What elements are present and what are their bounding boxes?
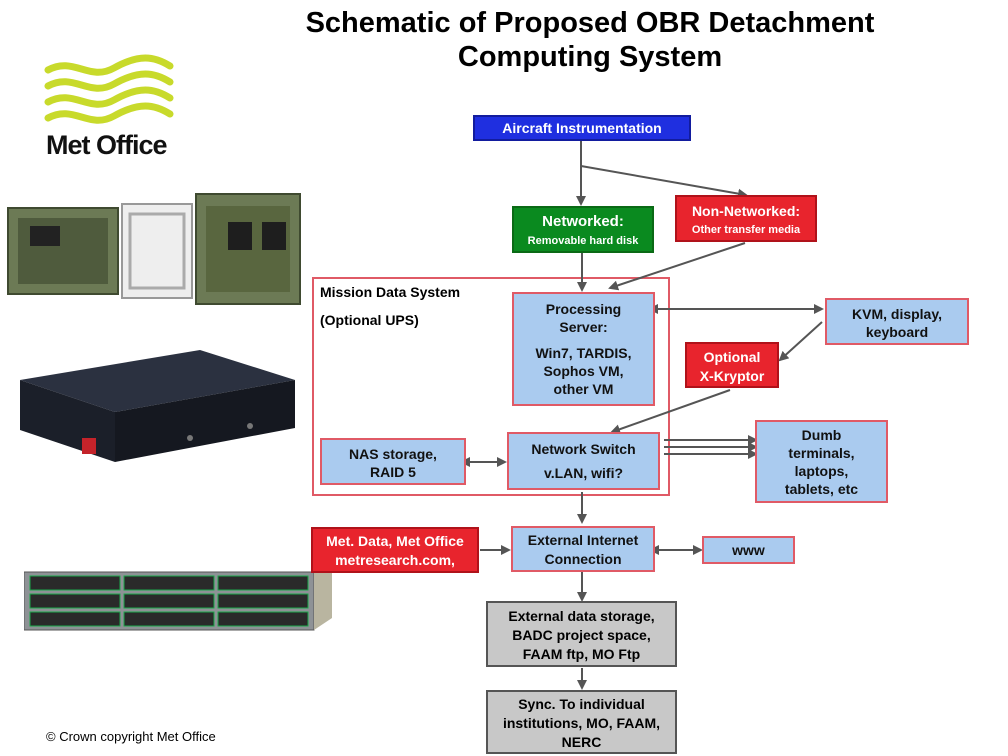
networked-subtitle: Removable hard disk: [527, 235, 639, 247]
network-switch-line-2: v.LAN, wifi?: [543, 465, 624, 481]
networked-title: Networked:: [542, 213, 624, 230]
sync-line-3: NERC: [561, 734, 602, 750]
processing-server-line-1: Processing: [545, 301, 622, 317]
x-kryptor-box: Optional X-Kryptor: [685, 342, 779, 388]
dumb-terminals-line-2: terminals,: [788, 445, 855, 461]
page-title: Schematic of Proposed OBR Detachment Com…: [250, 6, 930, 74]
www-label: www: [732, 542, 765, 558]
processing-server-line-2: Server:: [559, 319, 608, 335]
external-internet-line-2: Connection: [544, 551, 622, 567]
mission-data-system-label: Mission Data System: [320, 284, 461, 300]
dumb-terminals-line-3: laptops,: [794, 463, 849, 479]
processing-server-line-4: Sophos VM,: [543, 363, 624, 379]
copyright-notice: © Crown copyright Met Office: [46, 729, 216, 744]
rack-server-image: [20, 350, 295, 462]
kvm-line-2: keyboard: [865, 324, 929, 340]
x-kryptor-line-1: Optional: [703, 349, 761, 365]
mission-data-system-frame: [312, 277, 670, 496]
processing-server-line-5: other VM: [553, 381, 614, 397]
kvm-box: KVM, display, keyboard: [825, 298, 969, 345]
non-networked-title: Non-Networked:: [691, 203, 801, 219]
nas-storage-line-2: RAID 5: [370, 464, 416, 480]
external-storage-line-3: FAAM ftp, MO Ftp: [522, 646, 641, 662]
aircraft-instrumentation-label: Aircraft Instrumentation: [502, 120, 662, 136]
met-data-box: Met. Data, Met Office metresearch.com,: [311, 527, 479, 573]
aircraft-instrumentation-box: Aircraft Instrumentation: [473, 115, 691, 141]
x-kryptor-line-2: X-Kryptor: [699, 368, 765, 384]
network-switch-line-1: Network Switch: [531, 441, 636, 457]
title-line-2: Computing System: [457, 41, 723, 73]
kvm-line-1: KVM, display,: [852, 306, 942, 322]
non-networked-subtitle: Other transfer media: [691, 224, 801, 236]
title-line-1: Schematic of Proposed OBR Detachment: [305, 7, 875, 39]
networked-box: Networked: Removable hard disk: [512, 206, 654, 253]
met-data-line-2: metresearch.com,: [335, 552, 455, 568]
nas-storage-line-1: NAS storage,: [349, 446, 437, 462]
processing-server-box: Processing Server: Win7, TARDIS, Sophos …: [512, 292, 655, 406]
met-data-line-1: Met. Data, Met Office: [326, 533, 464, 549]
external-storage-line-1: External data storage,: [508, 608, 655, 624]
processing-server-line-3: Win7, TARDIS,: [535, 345, 632, 361]
sync-box: Sync. To individual institutions, MO, FA…: [486, 690, 677, 754]
external-storage-line-2: BADC project space,: [512, 627, 651, 643]
dumb-terminals-line-4: tablets, etc: [784, 481, 859, 497]
external-data-storage-box: External data storage, BADC project spac…: [486, 601, 677, 667]
sync-line-2: institutions, MO, FAAM,: [502, 715, 661, 731]
non-networked-box: Non-Networked: Other transfer media: [675, 195, 817, 242]
external-internet-line-1: External Internet: [527, 532, 639, 548]
nas-storage-box: NAS storage, RAID 5: [320, 438, 466, 485]
disk-array-image: [24, 566, 332, 631]
rugged-rack-case-image: [7, 193, 301, 305]
www-box: www: [702, 536, 795, 564]
dumb-terminals-line-1: Dumb: [801, 427, 842, 443]
network-switch-box: Network Switch v.LAN, wifi?: [507, 432, 660, 490]
sync-line-1: Sync. To individual: [518, 696, 645, 712]
dumb-terminals-box: Dumb terminals, laptops, tablets, etc: [755, 420, 888, 503]
optional-ups-label: (Optional UPS): [320, 312, 419, 328]
met-office-wave-logo-icon: [44, 54, 174, 124]
external-internet-box: External Internet Connection: [511, 526, 655, 572]
logo-text: Met Office: [46, 130, 168, 160]
